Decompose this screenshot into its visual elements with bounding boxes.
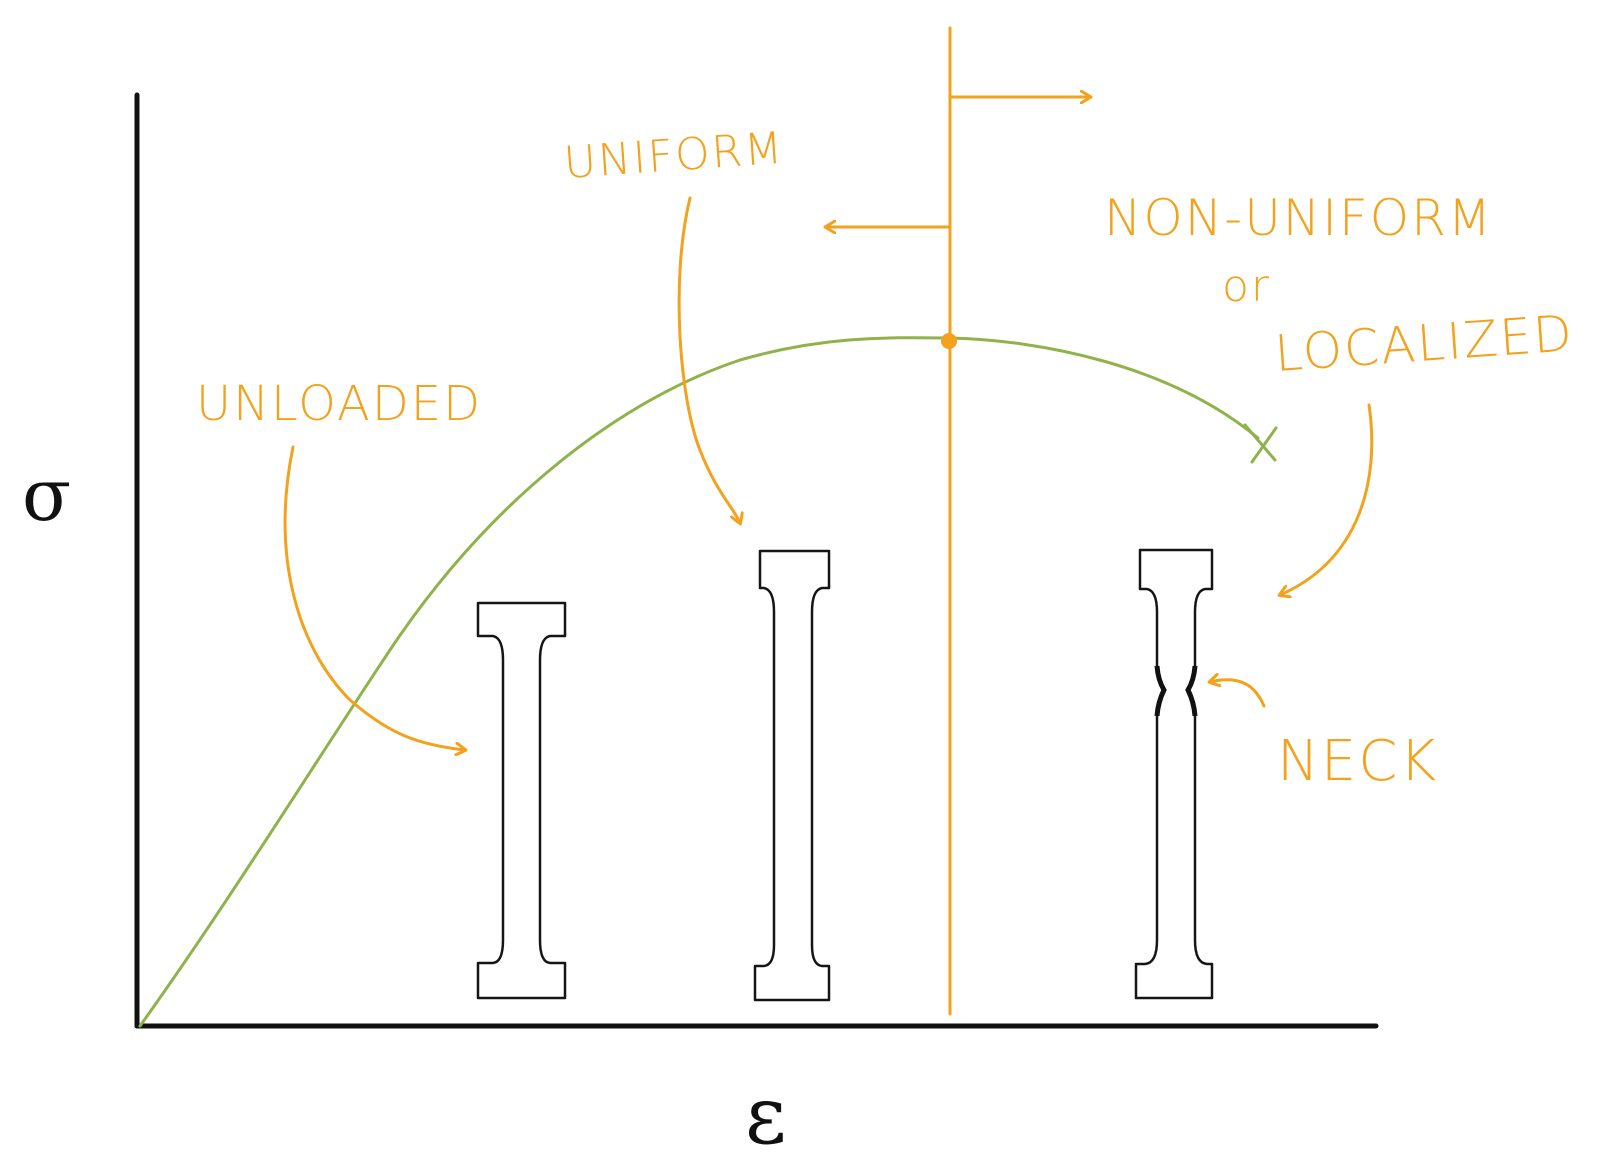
unloaded-arrow	[283, 445, 465, 750]
label-non-uniform: NON-UNIFORM	[1104, 189, 1493, 247]
x-axis-symbol: ε	[745, 1069, 786, 1162]
neck-region	[1154, 665, 1198, 717]
label-uniform: UNIFORM	[562, 123, 786, 189]
uniform-arrow	[677, 196, 740, 523]
label-neck: NECK	[1277, 729, 1438, 794]
fracture-x-icon	[1243, 423, 1278, 464]
neck-arrow	[1210, 680, 1266, 708]
specimen-uniform	[753, 549, 831, 1002]
y-axis-symbol: σ	[22, 453, 71, 537]
localized-arrow	[1280, 403, 1374, 595]
label-or: or	[1222, 261, 1271, 312]
specimen-unloaded	[476, 601, 567, 1000]
max-point-dot-icon	[941, 333, 957, 349]
specimen-necked	[1134, 548, 1214, 1000]
stress-strain-curve	[138, 336, 1260, 1028]
label-localized: LOCALIZED	[1273, 304, 1576, 383]
label-unloaded: UNLOADED	[196, 376, 482, 432]
